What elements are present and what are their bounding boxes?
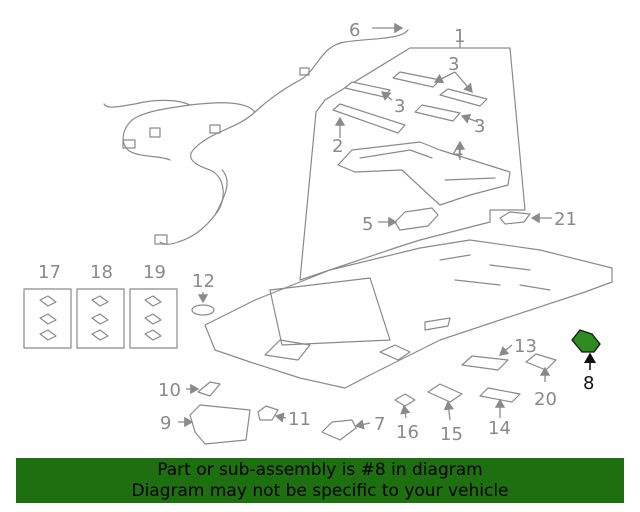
callout-10: 10	[158, 380, 181, 401]
callout-7: 7	[374, 414, 385, 435]
wiring-harness	[103, 29, 409, 245]
callout-14: 14	[488, 418, 511, 439]
clip-part-16	[394, 393, 416, 407]
callout-13: 13	[514, 336, 537, 357]
callout-16: 16	[396, 422, 419, 443]
kit-box-17	[23, 288, 72, 349]
pad-part-3d	[414, 104, 461, 122]
banner-line-1: Part or sub-assembly is #8 in diagram	[157, 460, 483, 480]
callout-6: 6	[349, 20, 360, 41]
leader-lines	[178, 22, 596, 430]
callout-18: 18	[90, 262, 113, 283]
pad-part-3a	[344, 81, 391, 98]
pad-part-3c	[439, 88, 488, 107]
callout-3a: 3	[448, 54, 459, 75]
callout-20: 20	[534, 389, 557, 410]
cover-part-14	[479, 387, 521, 403]
plug-part-12	[191, 304, 215, 316]
callout-17: 17	[38, 262, 61, 283]
callout-2: 2	[332, 136, 343, 157]
bracket-part-4	[337, 141, 511, 206]
visor-part-9	[189, 404, 251, 445]
callout-8: 8	[583, 373, 594, 394]
lamp-part-5	[394, 207, 439, 231]
callout-3b: 3	[394, 96, 405, 117]
lamp-part-15	[427, 383, 463, 403]
callout-5: 5	[362, 214, 373, 235]
callout-12: 12	[192, 271, 215, 292]
headliner-parts-panel	[299, 47, 526, 281]
banner-line-2: Diagram may not be specific to your vehi…	[131, 481, 509, 501]
strip-part-2	[332, 103, 406, 134]
callout-21: 21	[554, 209, 577, 230]
highlighted-part-8	[571, 329, 601, 353]
callout-19: 19	[143, 262, 166, 283]
kit-box-18	[76, 288, 125, 349]
lamp-part-20	[525, 353, 557, 371]
bracket-part-11	[257, 405, 279, 421]
callout-15: 15	[440, 424, 463, 445]
callout-4: 4	[452, 142, 463, 163]
callout-11: 11	[288, 409, 311, 430]
clip-part-10	[197, 381, 221, 397]
cover-part-13	[461, 355, 509, 371]
info-banner: Part or sub-assembly is #8 in diagram Di…	[16, 458, 624, 503]
callout-1: 1	[454, 26, 465, 47]
callout-9: 9	[160, 413, 171, 434]
headliner-panel	[204, 239, 613, 389]
callout-3c: 3	[474, 116, 485, 137]
kit-box-19	[129, 288, 178, 349]
callout-labels: 6 1 3 3 3 2 4 5 21 17 18 19 12 13 8 10 2…	[38, 20, 594, 445]
clip-part-21	[499, 211, 531, 225]
handle-part-7	[321, 419, 357, 441]
